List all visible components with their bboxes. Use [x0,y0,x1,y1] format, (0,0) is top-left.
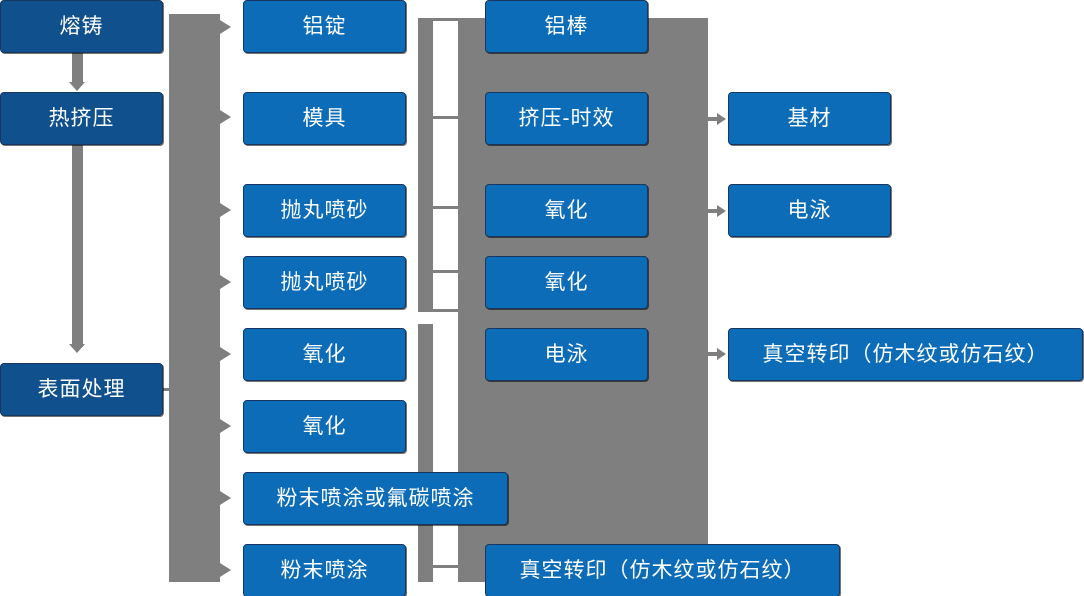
node-output-substrate[interactable]: 基材 [728,92,891,145]
node-input-oxidation-1[interactable]: 氧化 [243,328,406,381]
node-output-vacuum-transfer-printing[interactable]: 真空转印（仿木纹或仿石纹） [728,328,1083,381]
node-label: 抛丸喷砂 [280,271,369,294]
node-operation-vacuum-transfer-printing[interactable]: 真空转印（仿木纹或仿石纹） [485,544,840,596]
bus-tick-5 [433,309,461,312]
node-input-powder-or-fluorocarbon-coating[interactable]: 粉末喷涂或氟碳喷涂 [243,472,508,525]
bus-feed-from-surface-treatment [162,388,180,391]
node-operation-extrusion-aging[interactable]: 挤压-时效 [485,92,648,145]
bus-rail-inputs [418,18,433,312]
arrow-right-icon-to-mold [220,110,231,124]
node-label: 模具 [302,107,347,130]
node-label: 熔铸 [59,15,104,38]
node-input-powder-coating[interactable]: 粉末喷涂 [243,544,406,596]
node-input-aluminum-ingot[interactable]: 铝锭 [243,0,406,53]
node-label: 氧化 [302,343,347,366]
connector-stage2-to-stage3 [72,144,83,347]
node-operation-electrophoresis[interactable]: 电泳 [485,328,648,381]
node-label: 铝锭 [302,15,347,38]
node-input-shot-blasting-2[interactable]: 抛丸喷砂 [243,256,406,309]
node-label: 热挤压 [48,107,115,130]
node-input-oxidation-2[interactable]: 氧化 [243,400,406,453]
node-stage-hot-extrusion[interactable]: 热挤压 [0,92,163,145]
node-label: 氧化 [544,271,589,294]
bus-tick-2 [433,116,461,119]
node-label: 抛丸喷砂 [280,199,369,222]
node-label: 粉末喷涂或氟碳喷涂 [276,487,475,510]
arrow-right-icon-to-blast1 [220,203,231,217]
node-input-shot-blasting-1[interactable]: 抛丸喷砂 [243,184,406,237]
arrow-right-icon-to-oxide1 [220,347,231,361]
bus-tick-6 [433,565,461,568]
arrow-down-icon-stage3 [69,344,85,353]
node-label: 电泳 [544,343,589,366]
arrow-right-icon-to-ingot [220,20,231,34]
node-operation-oxidation-1[interactable]: 氧化 [485,184,648,237]
bus-tick-1 [433,18,461,21]
node-label: 电泳 [787,199,832,222]
arrow-right-icon-to-electrophoresis [703,205,726,217]
arrow-right-icon-to-substrate [703,113,726,125]
node-label: 真空转印（仿木纹或仿石纹） [519,559,806,582]
arrow-right-icon-to-vacuum-printing [703,348,726,360]
node-operation-aluminum-bar[interactable]: 铝棒 [485,0,648,53]
arrow-right-icon-to-powder-fluoro [220,491,231,505]
bus-tick-4 [433,270,461,273]
node-operation-oxidation-2[interactable]: 氧化 [485,256,648,309]
arrow-right-icon-to-powder [220,563,231,577]
node-label: 氧化 [302,415,347,438]
arrow-down-icon-stage2 [69,82,85,91]
node-stage-melting[interactable]: 熔铸 [0,0,163,53]
node-output-electrophoresis[interactable]: 电泳 [728,184,891,237]
node-label: 基材 [787,107,832,130]
node-input-mold[interactable]: 模具 [243,92,406,145]
node-label: 氧化 [544,199,589,222]
node-stage-surface-treatment[interactable]: 表面处理 [0,363,163,416]
arrow-right-icon-to-oxide2 [220,419,231,433]
node-label: 挤压-时效 [518,107,615,130]
arrow-right-icon-to-blast2 [220,275,231,289]
bus-rail-inputs-lower [418,324,433,582]
node-label: 粉末喷涂 [280,559,369,582]
node-label: 表面处理 [37,378,126,401]
bus-stages-to-inputs [169,14,220,582]
connector-stage1-to-stage2 [72,52,83,84]
node-label: 铝棒 [544,15,589,38]
bus-tick-3 [433,206,461,209]
node-label: 真空转印（仿木纹或仿石纹） [762,343,1049,366]
